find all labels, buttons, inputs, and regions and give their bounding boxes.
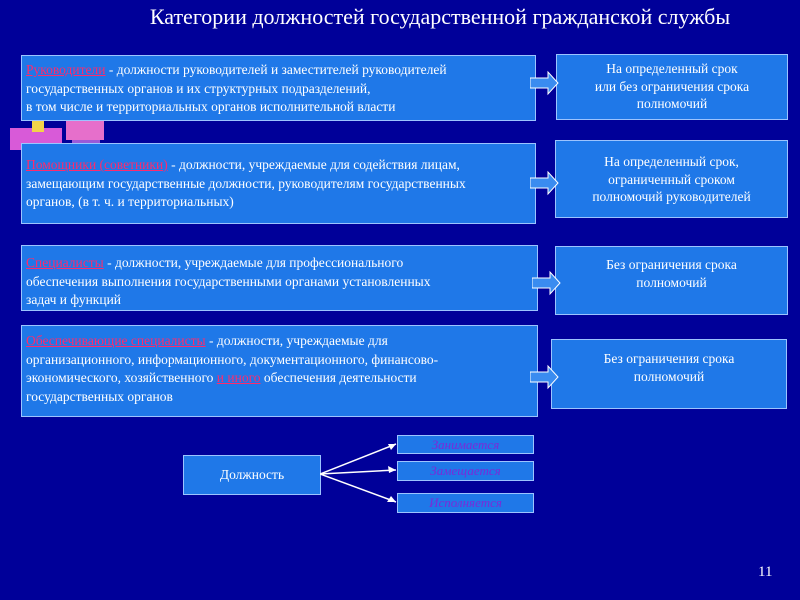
page-number: 11 (758, 564, 772, 581)
term-specialists: Специалисты (26, 255, 104, 270)
term-condition-box-2: На определенный срок, ограниченный сроко… (555, 140, 788, 218)
category-specialists-box: Специалисты - должности, учреждаемые для… (21, 245, 538, 311)
term-condition-box-1: На определенный срок или без ограничения… (556, 54, 788, 120)
term-other-support: и иного (217, 370, 261, 385)
category-managers-box: Руководители - должности руководителей и… (21, 55, 536, 121)
position-connectors (320, 436, 400, 516)
slide-title: Категории должностей государственной гра… (0, 4, 800, 30)
arrow-row-1 (530, 70, 560, 96)
category-support-specialists-box: Обеспечивающие специалисты - должности, … (21, 325, 538, 417)
arrow-row-4 (530, 364, 560, 390)
term-assistants: Помощники (советники) (26, 157, 168, 172)
arrow-row-3 (532, 270, 562, 296)
term-managers: Руководители (26, 62, 105, 77)
verb-occupied: Занимается (397, 435, 534, 454)
arrow-row-2 (530, 170, 560, 196)
verb-performed: Исполняется (397, 493, 534, 513)
verb-filled: Замещается (397, 461, 534, 481)
position-box: Должность (183, 455, 321, 495)
category-assistants-box: Помощники (советники) - должности, учреж… (21, 143, 536, 224)
term-condition-box-3: Без ограничения срока полномочий (555, 246, 788, 315)
term-support-specialists: Обеспечивающие специалисты (26, 333, 206, 348)
term-condition-box-4: Без ограничения срока полномочий (551, 339, 787, 409)
